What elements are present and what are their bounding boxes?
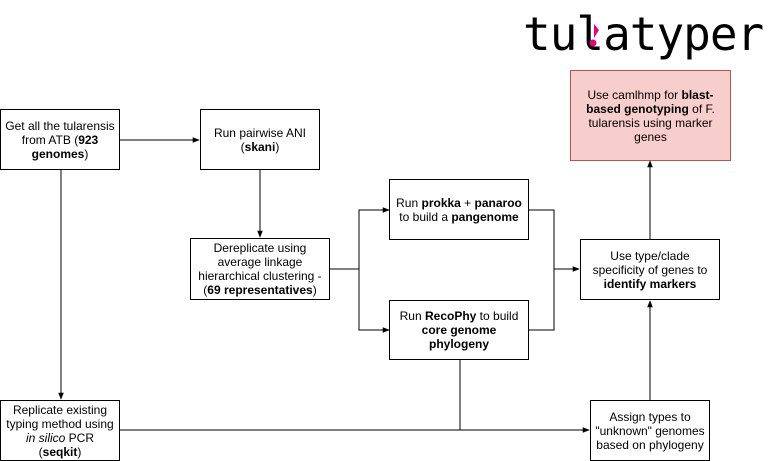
camlhmp-genotyping-node: Use camlhmp for blast-based genotyping o… (570, 70, 731, 161)
replicate-typing-node: Replicate existing typing method using i… (0, 400, 120, 461)
assign-types-node: Assign types to "unknown" genomes based … (590, 400, 710, 461)
edge-dereplicate-to-recophy (358, 269, 390, 333)
tulatyper-logo: tulatyper (523, 7, 764, 61)
edge-recophy-to-assign (459, 360, 590, 433)
edge-prokka-to-markers (529, 209, 580, 272)
tick-icon (589, 24, 599, 47)
edge-dereplicate-to-prokka (330, 207, 390, 270)
prokka-panaroo-node: Run prokka + panaroo to build a pangenom… (389, 179, 529, 240)
recophy-node: Run RecoPhy to build core genome phyloge… (389, 300, 529, 360)
dereplicate-node: Dereplicate using average linkage hierar… (190, 238, 330, 300)
identify-markers-node: Use type/clade specificity of genes to i… (580, 239, 720, 300)
get-genomes-node: Get all the tularensis from ATB (923 gen… (0, 109, 120, 170)
logo-text: tulatyper (523, 7, 763, 61)
run-ani-node: Run pairwise ANI (skani) (200, 109, 320, 170)
edge-recophy-to-markers (529, 269, 555, 331)
